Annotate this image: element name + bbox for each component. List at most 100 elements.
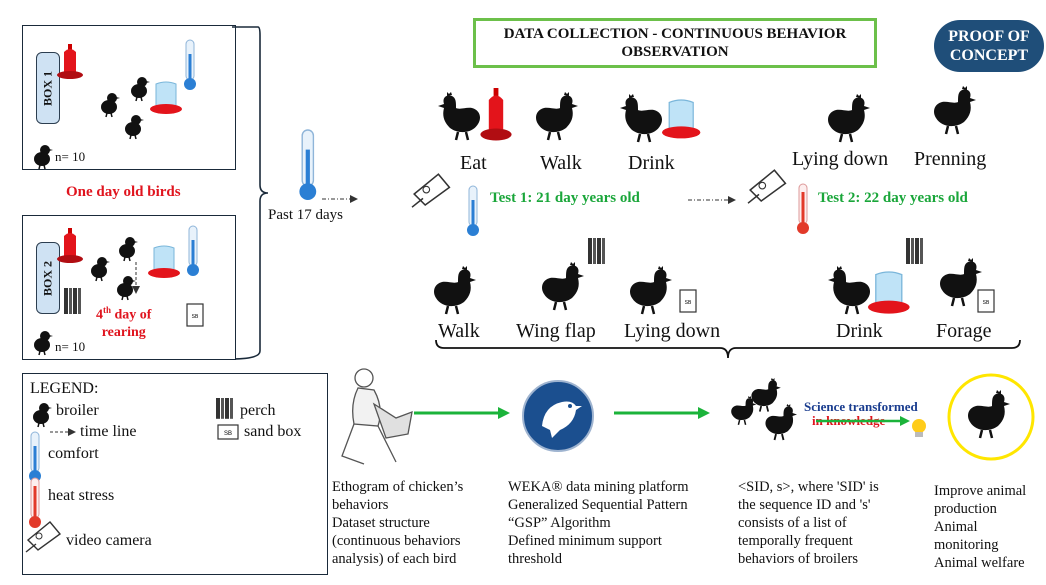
sandbox-icon-text: SB bbox=[224, 431, 232, 437]
feeder-icon bbox=[480, 88, 512, 141]
sandbox-icon: SB bbox=[217, 424, 239, 440]
video-camera-icon bbox=[747, 169, 787, 204]
sandbox-icon bbox=[186, 303, 204, 327]
box-1-count: n= 10 bbox=[55, 149, 86, 164]
proof-of-concept-text: PROOF OF CONCEPT bbox=[948, 28, 1030, 64]
legend-title: LEGEND: bbox=[30, 380, 99, 397]
researcher-icon bbox=[341, 368, 413, 465]
chick-icon bbox=[90, 256, 111, 282]
drinker-icon bbox=[147, 245, 181, 279]
ethogram-line: behaviors bbox=[332, 497, 389, 513]
timeline-arrow-icon bbox=[322, 195, 358, 203]
perch-icon bbox=[64, 288, 81, 314]
behavior-preening: Prenning bbox=[914, 148, 987, 170]
sid-line: temporally frequent bbox=[738, 533, 853, 549]
ethogram-text: Ethogram of chicken’s behaviors Dataset … bbox=[332, 478, 463, 568]
chick-icon bbox=[33, 144, 54, 170]
weka-line: Defined minimum support bbox=[508, 533, 662, 549]
behavior-wing-flap: Wing flap bbox=[516, 320, 596, 342]
perch-icon bbox=[216, 398, 233, 419]
drinker-icon bbox=[661, 99, 702, 139]
test-2-label: Test 2: 22 day years old bbox=[818, 190, 968, 206]
behavior-forage: Forage bbox=[936, 320, 992, 342]
legend-sand-box: sand box bbox=[244, 423, 302, 440]
legend-comfort: comfort bbox=[48, 445, 99, 462]
chickens-group-icon bbox=[730, 377, 798, 441]
legend-heat-stress: heat stress bbox=[48, 487, 115, 504]
behavior-drink: Drink bbox=[628, 152, 675, 174]
chick-icon bbox=[32, 402, 53, 428]
box-2-label: BOX 2 bbox=[36, 242, 60, 314]
ethogram-line: Ethogram of chicken’s bbox=[332, 479, 464, 495]
thermometer-cold-icon bbox=[28, 431, 42, 483]
drinker-icon bbox=[149, 81, 183, 115]
hen-walking-icon bbox=[432, 264, 478, 316]
improve-line: production bbox=[934, 501, 997, 517]
hen-wing-flap-icon bbox=[540, 260, 586, 312]
timeline-arrow-icon bbox=[50, 428, 76, 436]
ethogram-line: Dataset structure bbox=[332, 515, 430, 531]
weka-line: “GSP” Algorithm bbox=[508, 515, 611, 531]
thermometer-hot-icon bbox=[796, 183, 810, 235]
video-camera-icon bbox=[411, 173, 451, 208]
chick-icon bbox=[33, 330, 54, 356]
sid-line: the sequence ID and 's' bbox=[738, 497, 871, 513]
timeline-arrow-icon bbox=[132, 262, 140, 294]
one-day-label: One day old birds bbox=[66, 184, 181, 200]
behavior-lying-down-2: Lying down bbox=[624, 320, 721, 342]
rearing-note: 4th day of rearing bbox=[96, 302, 151, 341]
chick-icon bbox=[100, 92, 121, 118]
box-2-count: n= 10 bbox=[55, 339, 86, 354]
rearing-line-1: day of bbox=[114, 307, 152, 323]
legend-timeline: time line bbox=[80, 423, 137, 440]
legend-broiler: broiler bbox=[56, 402, 99, 419]
improve-line: Animal bbox=[934, 519, 978, 535]
perch-icon bbox=[906, 238, 923, 264]
hen-drinking-icon bbox=[618, 92, 664, 144]
flow-arrow bbox=[816, 416, 910, 426]
feeder-icon bbox=[57, 228, 83, 263]
page-title: DATA COLLECTION - CONTINUOUS BEHAVIOR OB… bbox=[473, 18, 877, 68]
rearing-day-number: 4 bbox=[96, 307, 103, 323]
video-camera-icon bbox=[25, 521, 61, 553]
improve-text: Improve animal production Animal monitor… bbox=[934, 482, 1026, 572]
chick-icon bbox=[124, 114, 145, 140]
sandbox-icon bbox=[977, 289, 995, 313]
thermometer-cold-icon bbox=[186, 225, 200, 277]
weka-line: threshold bbox=[508, 551, 562, 567]
legend bbox=[22, 373, 328, 575]
weka-line: WEKA® data mining platform bbox=[508, 479, 689, 495]
sid-line: <SID, s>, where 'SID' is bbox=[738, 479, 879, 495]
rearing-line-2: rearing bbox=[101, 324, 146, 340]
hen-eating-icon bbox=[436, 90, 482, 142]
behavior-lying-down: Lying down bbox=[792, 148, 889, 170]
improve-line: Improve animal bbox=[934, 483, 1027, 499]
sid-text: <SID, s>, where 'SID' is the sequence ID… bbox=[738, 478, 879, 568]
improve-line: monitoring bbox=[934, 537, 999, 553]
legend-video-camera: video camera bbox=[66, 532, 152, 549]
chick-icon bbox=[130, 76, 151, 102]
behavior-eat: Eat bbox=[460, 152, 487, 174]
hen-preening-icon bbox=[932, 84, 978, 136]
hen-foraging-icon bbox=[938, 256, 984, 308]
thermometer-cold-icon bbox=[298, 129, 317, 201]
sandbox-icon bbox=[679, 289, 697, 313]
lightbulb-icon bbox=[912, 419, 926, 437]
improve-line: Animal welfare bbox=[934, 555, 1025, 571]
sid-line: consists of a list of bbox=[738, 515, 847, 531]
ethogram-line: analysis) of each bird bbox=[332, 551, 457, 567]
chick-icon bbox=[118, 236, 139, 262]
behavior-drink-2: Drink bbox=[836, 320, 883, 342]
flow-arrow bbox=[614, 407, 710, 419]
hen-drinking-icon bbox=[826, 264, 872, 316]
weka-logo-icon bbox=[522, 380, 594, 452]
behaviors-bracket bbox=[435, 339, 1021, 359]
ethogram-line: (continuous behaviors bbox=[332, 533, 461, 549]
past-days-label: Past 17 days bbox=[268, 207, 343, 223]
page-title-text: DATA COLLECTION - CONTINUOUS BEHAVIOR OB… bbox=[503, 26, 847, 60]
legend-perch: perch bbox=[240, 402, 276, 419]
group-bracket bbox=[231, 26, 269, 360]
proof-of-concept-badge: PROOF OF CONCEPT bbox=[934, 20, 1044, 72]
test-1-label: Test 1: 21 day years old bbox=[490, 190, 640, 206]
thermometer-cold-icon bbox=[183, 39, 197, 91]
